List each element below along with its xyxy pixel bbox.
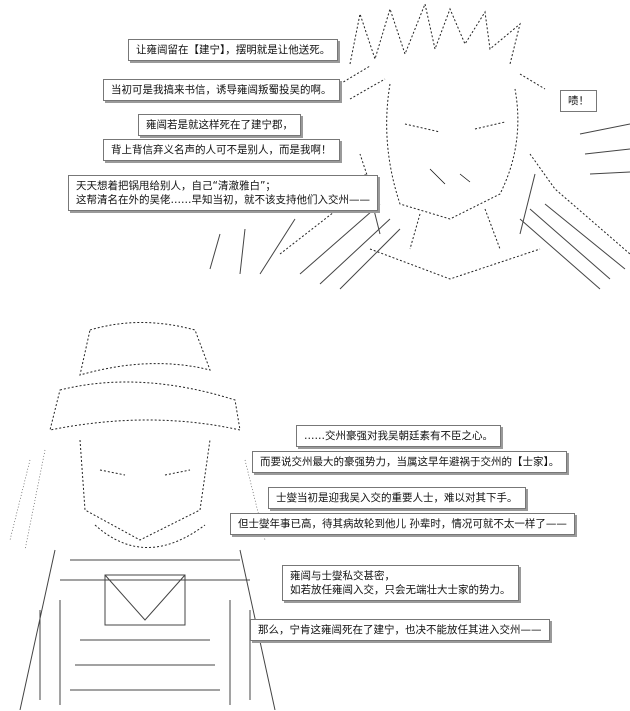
caption-top-4: 背上背信弃义名声的人可不是别人，而是我啊！ [103, 139, 340, 161]
caption-bottom-3: 士燮当初是迎我吴入交的重要人士，难以对其下手。 [268, 487, 526, 509]
caption-bottom-5: 雍闿与士燮私交甚密， 如若放任雍闿入交，只会无端壮大士家的势力。 [282, 565, 519, 601]
caption-top-2: 当初可是我搞来书信，诱导雍闿叛蜀投吴的啊。 [103, 79, 340, 101]
sound-effect-tsk: 啧！ [560, 90, 597, 112]
bottom-panel: ……交州豪强对我吴朝廷素有不臣之心。 而要说交州最大的豪强势力，当属这早年避祸于… [0, 300, 630, 711]
caption-top-3: 雍闿若是就这样死在了建宁郡， [138, 114, 301, 136]
caption-bottom-6: 那么，宁肯这雍闿死在了建宁，也决不能放任其进入交州—— [250, 619, 550, 641]
caption-top-5: 天天想着把锅甩给别人，自己“清澈雅白”； 这帮清名在外的吴佬……早知当初，就不该… [68, 175, 378, 211]
caption-bottom-4: 但士燮年事已高，待其病故轮到他儿 孙辈时，情况可就不太一样了—— [230, 513, 575, 535]
character-figure-bottom [0, 310, 290, 710]
caption-top-1: 让雍闿留在【建宁】，摆明就是让他送死。 [128, 39, 339, 61]
top-panel: 让雍闿留在【建宁】，摆明就是让他送死。 当初可是我搞来书信，诱导雍闿叛蜀投吴的啊… [0, 0, 630, 300]
caption-bottom-1: ……交州豪强对我吴朝廷素有不臣之心。 [296, 425, 501, 447]
caption-bottom-2: 而要说交州最大的豪强势力，当属这早年避祸于交州的【士家】。 [252, 451, 568, 473]
